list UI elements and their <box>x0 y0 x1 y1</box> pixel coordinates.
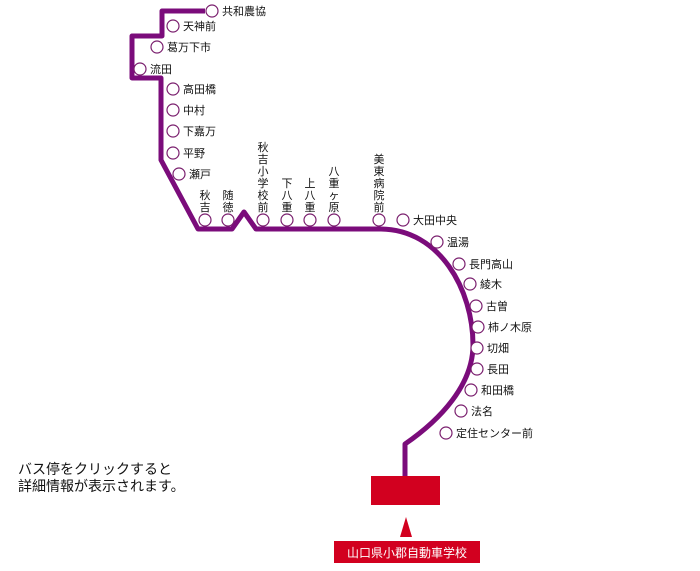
bus-stop-label[interactable]: 秋吉小学校前 <box>258 140 269 214</box>
bus-stop-label[interactable]: 上八重 <box>305 177 316 214</box>
bus-stop-label[interactable]: 温湯 <box>447 236 469 249</box>
bus-stop-label[interactable]: 随徳 <box>223 188 234 214</box>
bus-stop-marker[interactable] <box>166 103 180 117</box>
bus-stop-marker[interactable] <box>430 235 444 249</box>
bus-stop-marker[interactable] <box>464 383 478 397</box>
bus-stop-marker[interactable] <box>221 213 235 227</box>
bus-stop-marker[interactable] <box>280 213 294 227</box>
instructions-text: バス停をクリックすると 詳細情報が表示されます。 <box>18 462 258 496</box>
bus-stop-marker[interactable] <box>166 124 180 138</box>
bus-stop-label[interactable]: 八重ヶ原 <box>329 165 340 214</box>
instructions-line-2: 詳細情報が表示されます。 <box>18 479 185 495</box>
bus-stop-marker[interactable] <box>166 146 180 160</box>
bus-stop-marker[interactable] <box>198 213 212 227</box>
bus-stop-label[interactable]: 瀬戸 <box>189 167 211 181</box>
bus-stop-label[interactable]: 下八重 <box>282 177 293 214</box>
bus-stop-label[interactable]: 長田 <box>487 363 509 376</box>
bus-stop-nagato-takayama[interactable]: 長門高山 <box>452 257 513 271</box>
bus-stop-kyowa-nokyo[interactable]: 共和農協 <box>205 4 266 18</box>
bus-stop-label[interactable]: 天神前 <box>183 19 216 33</box>
bus-stop-tenjinmae[interactable]: 天神前 <box>166 19 216 33</box>
bus-stop-marker[interactable] <box>470 341 484 355</box>
bus-stop-hirano[interactable]: 平野 <box>166 146 205 160</box>
bus-stop-onto[interactable]: 温湯 <box>430 235 469 249</box>
bus-stop-label[interactable]: 共和農協 <box>222 4 266 18</box>
instructions-line-1: バス停をクリックすると <box>18 462 172 478</box>
bus-stop-marker[interactable] <box>463 277 477 291</box>
bus-stop-wadabashi[interactable]: 和田橋 <box>464 383 514 397</box>
bus-stop-marker[interactable] <box>172 167 186 181</box>
bus-stop-akiyoshi-shogakko-mae[interactable]: 秋吉小学校前 <box>256 140 270 227</box>
bus-stop-teiju-center-mae[interactable]: 定住センター前 <box>439 426 533 440</box>
bus-stop-label[interactable]: 古曽 <box>486 299 508 313</box>
bus-stop-marker[interactable] <box>150 40 164 54</box>
bus-stop-marker[interactable] <box>166 82 180 96</box>
bus-stop-label[interactable]: 中村 <box>183 103 205 117</box>
bus-stop-label[interactable]: 高田橋 <box>183 82 216 96</box>
destination-terminal-block[interactable] <box>371 476 440 505</box>
destination-label: 山口県小郡自動車学校 <box>347 545 467 560</box>
bus-stop-label[interactable]: 綾木 <box>480 278 502 291</box>
bus-stop-label[interactable]: 流田 <box>150 62 172 76</box>
bus-stop-marker[interactable] <box>133 62 147 76</box>
bus-stop-label[interactable]: 切畑 <box>487 342 509 355</box>
bus-stop-label[interactable]: 美東病院前 <box>374 153 385 214</box>
bus-stop-takatabashi[interactable]: 高田橋 <box>166 82 216 96</box>
destination-pointer-icon <box>400 517 412 537</box>
bus-route-line <box>129 8 476 478</box>
bus-stop-marker[interactable] <box>205 4 219 18</box>
bus-stop-marker[interactable] <box>452 257 466 271</box>
bus-stop-marker[interactable] <box>471 320 485 334</box>
bus-stop-ota-chuo[interactable]: 大田中央 <box>396 213 457 227</box>
bus-stop-kuzuman-shimoichi[interactable]: 葛万下市 <box>150 40 211 54</box>
bus-stop-kirihata[interactable]: 切畑 <box>470 341 509 355</box>
bus-stop-kamihachiju[interactable]: 上八重 <box>303 177 317 227</box>
bus-stop-marker[interactable] <box>166 19 180 33</box>
bus-stop-nagata[interactable]: 長田 <box>470 362 509 376</box>
destination-label-box[interactable] <box>334 541 480 563</box>
bus-stop-marker[interactable] <box>372 213 386 227</box>
bus-stop-label[interactable]: 柿ノ木原 <box>488 320 532 334</box>
bus-stop-homyo[interactable]: 法名 <box>454 404 493 418</box>
bus-stop-marker[interactable] <box>396 213 410 227</box>
bus-stop-marker[interactable] <box>470 362 484 376</box>
bus-stop-nakamura[interactable]: 中村 <box>166 103 205 117</box>
bus-stop-marker[interactable] <box>469 299 483 313</box>
bus-stop-label[interactable]: 秋吉 <box>200 188 211 214</box>
bus-stop-label[interactable]: 和田橋 <box>481 383 514 397</box>
bus-stop-seto[interactable]: 瀬戸 <box>172 167 211 181</box>
bus-stop-akiyoshi[interactable]: 秋吉 <box>198 188 212 227</box>
bus-stop-nagareda[interactable]: 流田 <box>133 62 172 76</box>
bus-stop-marker[interactable] <box>454 404 468 418</box>
bus-stop-shimohachiju[interactable]: 下八重 <box>280 177 294 227</box>
bus-stop-hachijugahara[interactable]: 八重ヶ原 <box>327 165 341 227</box>
bus-stop-zuitoku[interactable]: 随徳 <box>221 188 235 227</box>
bus-stop-label[interactable]: 葛万下市 <box>167 40 211 54</box>
bus-stop-kakinokihara[interactable]: 柿ノ木原 <box>471 320 532 334</box>
bus-stop-marker[interactable] <box>327 213 341 227</box>
bus-stop-label[interactable]: 定住センター前 <box>456 426 533 440</box>
bus-stop-label[interactable]: 大田中央 <box>413 213 457 227</box>
bus-stop-label[interactable]: 平野 <box>183 147 205 160</box>
bus-stop-marker[interactable] <box>303 213 317 227</box>
bus-stop-ayagi[interactable]: 綾木 <box>463 277 502 291</box>
bus-stop-label[interactable]: 法名 <box>471 404 493 418</box>
bus-stop-mito-byoin-mae[interactable]: 美東病院前 <box>372 153 386 227</box>
bus-stop-shimokuzuman[interactable]: 下嘉万 <box>166 124 216 138</box>
bus-stop-marker[interactable] <box>439 426 453 440</box>
bus-stop-label[interactable]: 下嘉万 <box>183 124 216 138</box>
bus-stop-furuso[interactable]: 古曽 <box>469 299 508 313</box>
bus-stop-label[interactable]: 長門高山 <box>469 257 513 271</box>
bus-stop-marker[interactable] <box>256 213 270 227</box>
